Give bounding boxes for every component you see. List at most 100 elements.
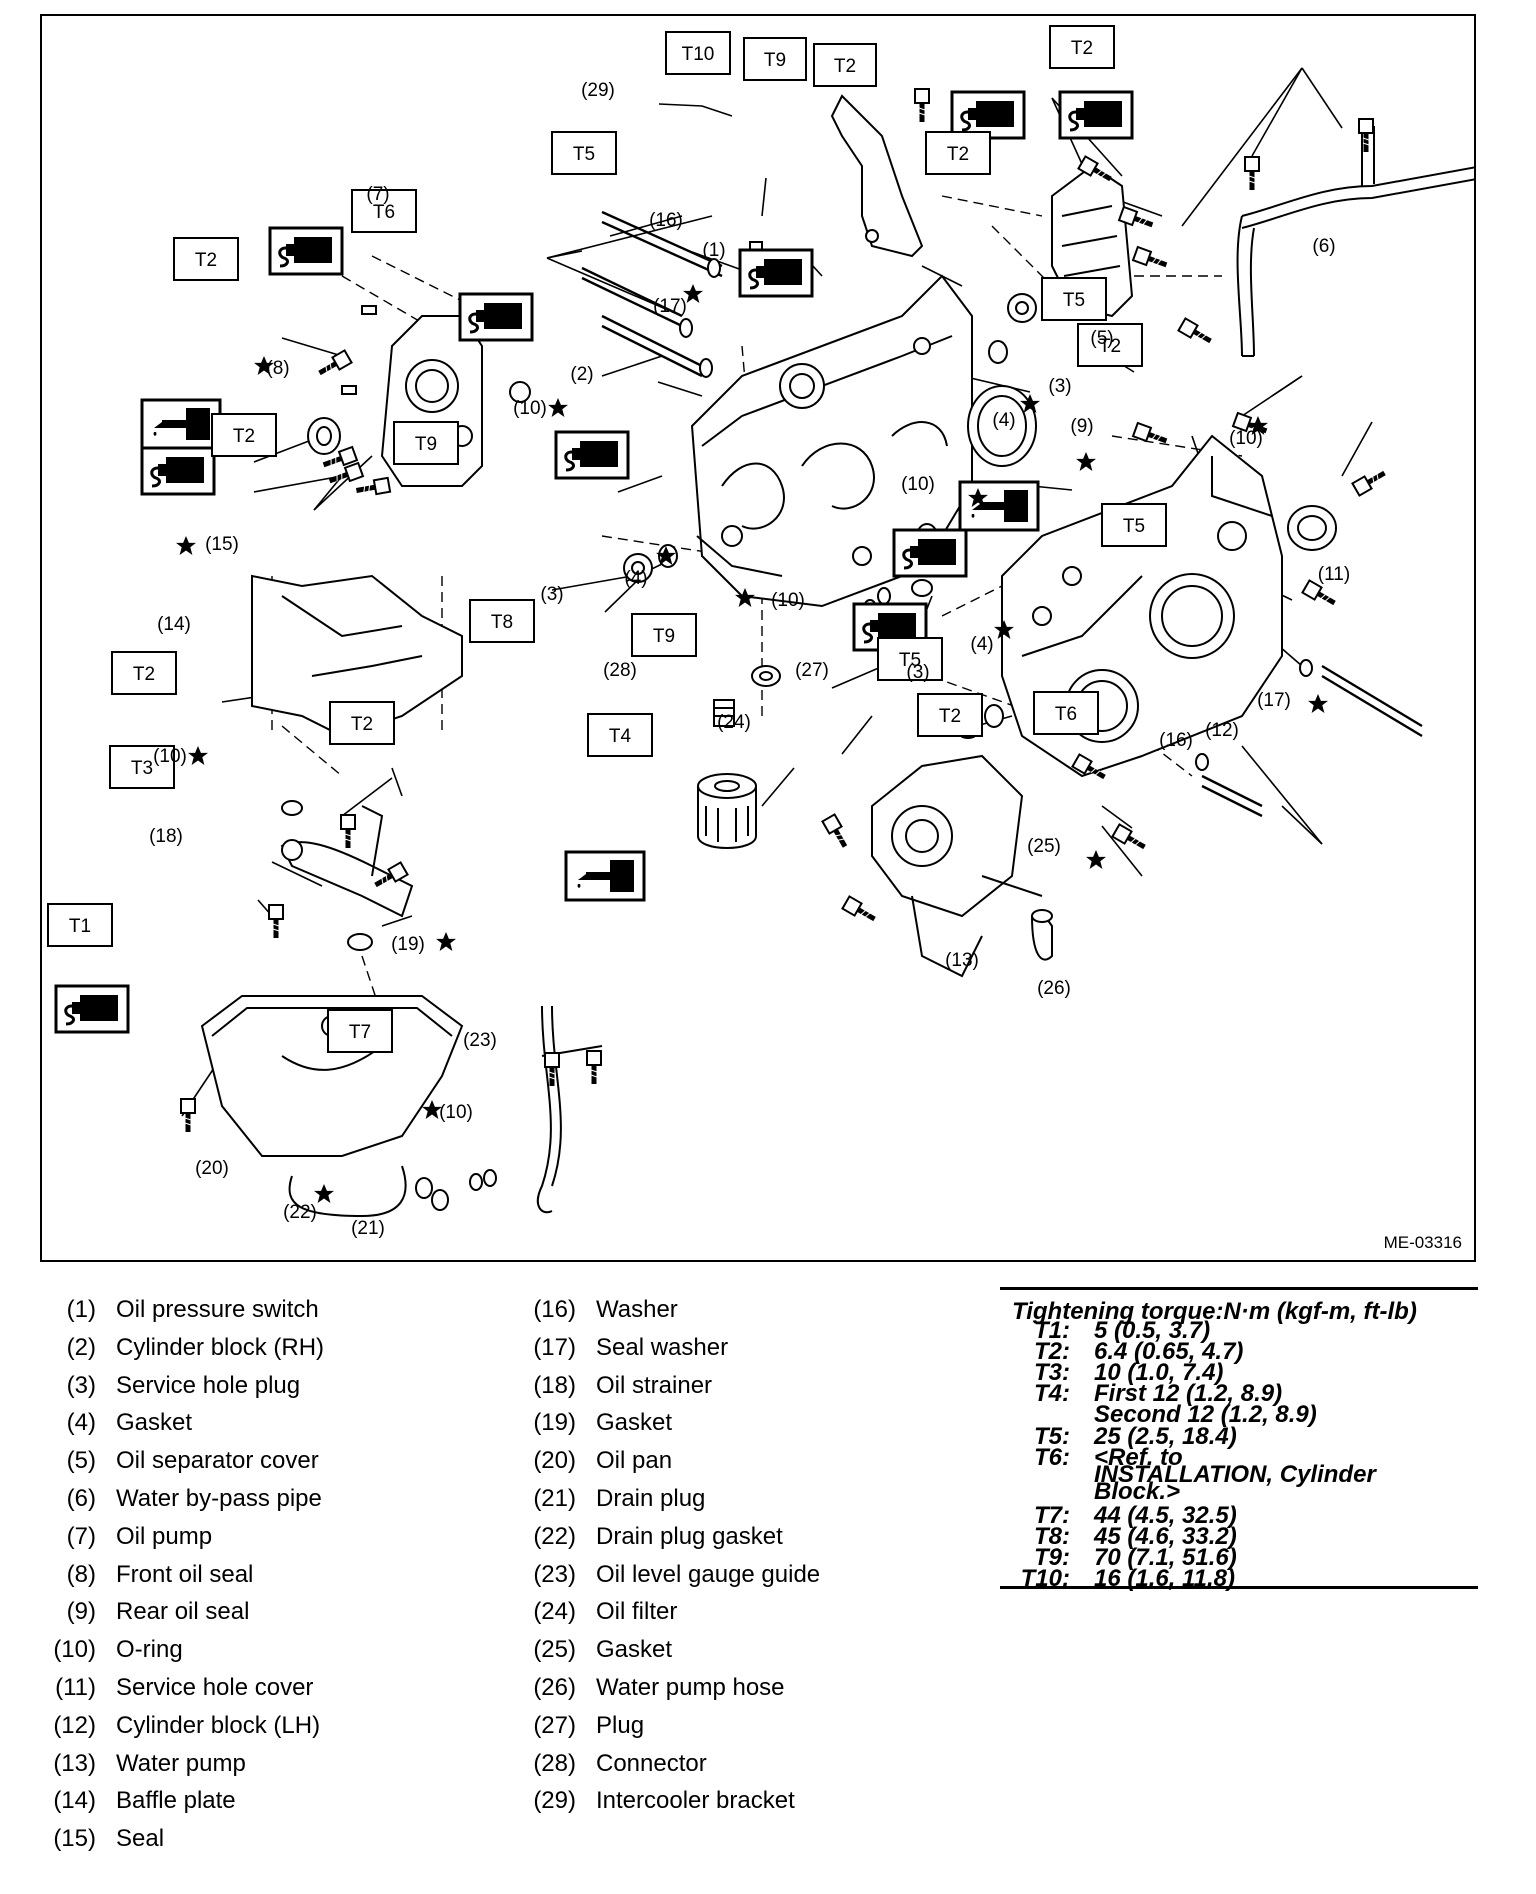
callout-24: (24) xyxy=(717,712,751,733)
tbox-label: T6 xyxy=(1055,704,1077,725)
torque-value: INSTALLATION, Cylinder xyxy=(1094,1460,1376,1488)
sealant-icon xyxy=(458,292,534,342)
water-pump xyxy=(871,754,1043,978)
legend-item-number: (7) xyxy=(66,1522,96,1550)
torque-value: 44 (4.5, 32.5) xyxy=(1094,1502,1237,1529)
callout-7: (7) xyxy=(366,184,389,205)
legend-item-number: (18) xyxy=(533,1371,576,1399)
torque-key: T1: xyxy=(1034,1316,1070,1344)
tbox-label: T9 xyxy=(653,626,675,647)
tbox-label: T2 xyxy=(834,56,856,77)
legend-item-number: (12) xyxy=(53,1711,96,1739)
oil-strainer xyxy=(280,805,414,918)
washers-and-o-rings xyxy=(281,258,1313,1211)
legend-item-name: Baffle plate xyxy=(116,1787,236,1815)
torque-table: Tightening torque:N·m (kgf-m, ft-lb) T1:… xyxy=(1000,1287,1478,1592)
torque-key: T3: xyxy=(1034,1358,1070,1386)
legend-item-name: Oil separator cover xyxy=(116,1447,319,1475)
callout-22: (22) xyxy=(283,1202,317,1223)
sealant-icon xyxy=(268,226,344,276)
tbox-label: T2 xyxy=(1071,38,1093,59)
legend-item-number: (27) xyxy=(533,1711,576,1739)
torque-key: T9: xyxy=(1034,1544,1070,1572)
callout-26: (26) xyxy=(1037,978,1071,999)
water-bypass-pipe xyxy=(1236,126,1474,357)
legend-item-number: (29) xyxy=(533,1787,576,1815)
tbox-label: T2 xyxy=(939,706,961,727)
tbox-label: T5 xyxy=(573,144,595,165)
legend-item-name: Oil strainer xyxy=(596,1371,713,1399)
sealant-icon xyxy=(54,984,130,1034)
legend-item-name: Oil filter xyxy=(596,1598,678,1626)
legend-item-number: (17) xyxy=(533,1333,576,1361)
tbox-label: T10 xyxy=(682,44,715,65)
torque-key: T10: xyxy=(1020,1565,1070,1593)
legend-item-number: (6) xyxy=(66,1485,96,1512)
legend-item-number: (11) xyxy=(55,1674,96,1701)
front-oil-seal xyxy=(307,417,341,455)
callout-2: (2) xyxy=(570,364,593,385)
callout-3: (3) xyxy=(906,662,929,683)
sealant-icon xyxy=(554,430,630,480)
callout-10: (10) xyxy=(153,746,187,767)
legend-item-number: (1) xyxy=(66,1296,96,1323)
tbox-label: T2 xyxy=(1099,336,1121,357)
callout-19: (19) xyxy=(391,934,425,955)
legend-item-number: (8) xyxy=(66,1560,96,1588)
callout-10: (10) xyxy=(901,474,935,495)
legend-item-number: (16) xyxy=(533,1296,576,1323)
legend-item-number: (3) xyxy=(66,1371,96,1399)
sealant-icon xyxy=(1058,90,1134,140)
legend-item-name: Washer xyxy=(596,1296,678,1323)
tbox-label: T4 xyxy=(609,726,632,747)
callout-15: (15) xyxy=(205,534,239,555)
legend-item-number: (25) xyxy=(533,1636,576,1664)
callout-10: (10) xyxy=(1229,428,1263,449)
torque-header: Tightening torque:N·m (kgf-m, ft-lb) xyxy=(1012,1298,1417,1325)
legend-item-number: (23) xyxy=(533,1560,576,1588)
oil-can-icon xyxy=(564,850,646,902)
callout-17: (17) xyxy=(653,296,687,317)
legend-item-name: Cylinder block (RH) xyxy=(116,1333,325,1361)
legend-item-name: Oil pump xyxy=(116,1522,213,1550)
torque-value: First 12 (1.2, 8.9) xyxy=(1094,1379,1283,1407)
torque-key: T8: xyxy=(1034,1523,1070,1551)
legend-item-name: Service hole cover xyxy=(116,1674,314,1701)
tbox-label: T5 xyxy=(1063,290,1085,311)
callout-28: (28) xyxy=(603,660,637,681)
figure-code: ME-03316 xyxy=(1384,1233,1462,1252)
callout-9: (9) xyxy=(1070,416,1093,437)
legend-item-name: Cylinder block (LH) xyxy=(116,1711,321,1739)
legend-left: (1)Oil pressure switch(2)Cylinder block … xyxy=(40,1291,480,1871)
callout-16: (16) xyxy=(1159,730,1193,751)
legend-item-number: (13) xyxy=(53,1749,96,1777)
callout-11: (11) xyxy=(1318,564,1350,585)
callout-3: (3) xyxy=(1048,376,1071,397)
legend-item-name: Water pump xyxy=(116,1749,246,1777)
sealant-icon xyxy=(140,446,216,496)
tbox-label: T8 xyxy=(491,612,513,633)
legend-mid: (16) Washer (17) Seal washer (18) Oil straine… xyxy=(520,1291,940,1831)
tbox-label: T9 xyxy=(415,434,437,455)
torque-value: 16 (1.6, 11.8) xyxy=(1094,1565,1235,1593)
callout-27: (27) xyxy=(795,660,829,681)
long-bolts xyxy=(581,210,1423,818)
oil-can-icon xyxy=(958,480,1040,532)
legend-item-name: Oil pan xyxy=(596,1447,673,1475)
callout-10: (10) xyxy=(771,590,805,611)
rear-oil-seal xyxy=(967,385,1037,467)
legend-item-name: Rear oil seal xyxy=(116,1598,250,1626)
legend-item-name: Plug xyxy=(596,1711,645,1739)
tbox-label: T2 xyxy=(351,714,373,735)
legend-item-name: Service hole plug xyxy=(116,1371,301,1399)
legend-item-name: Drain plug gasket xyxy=(596,1522,783,1550)
callout-4: (4) xyxy=(624,568,647,589)
tbox-label: T3 xyxy=(131,758,153,779)
legend-item-name: Seal washer xyxy=(596,1333,729,1361)
diagram-frame: T10 T9 T2 T2 T5 T6 T2 T2 T5 T2 T2 T9 T5 … xyxy=(40,14,1476,1262)
sealant-icon xyxy=(738,248,814,298)
tbox-label: T1 xyxy=(69,916,91,937)
callout-6: (6) xyxy=(1312,236,1335,257)
torque-boxes xyxy=(47,25,1167,1053)
callout-29: (29) xyxy=(581,80,615,101)
